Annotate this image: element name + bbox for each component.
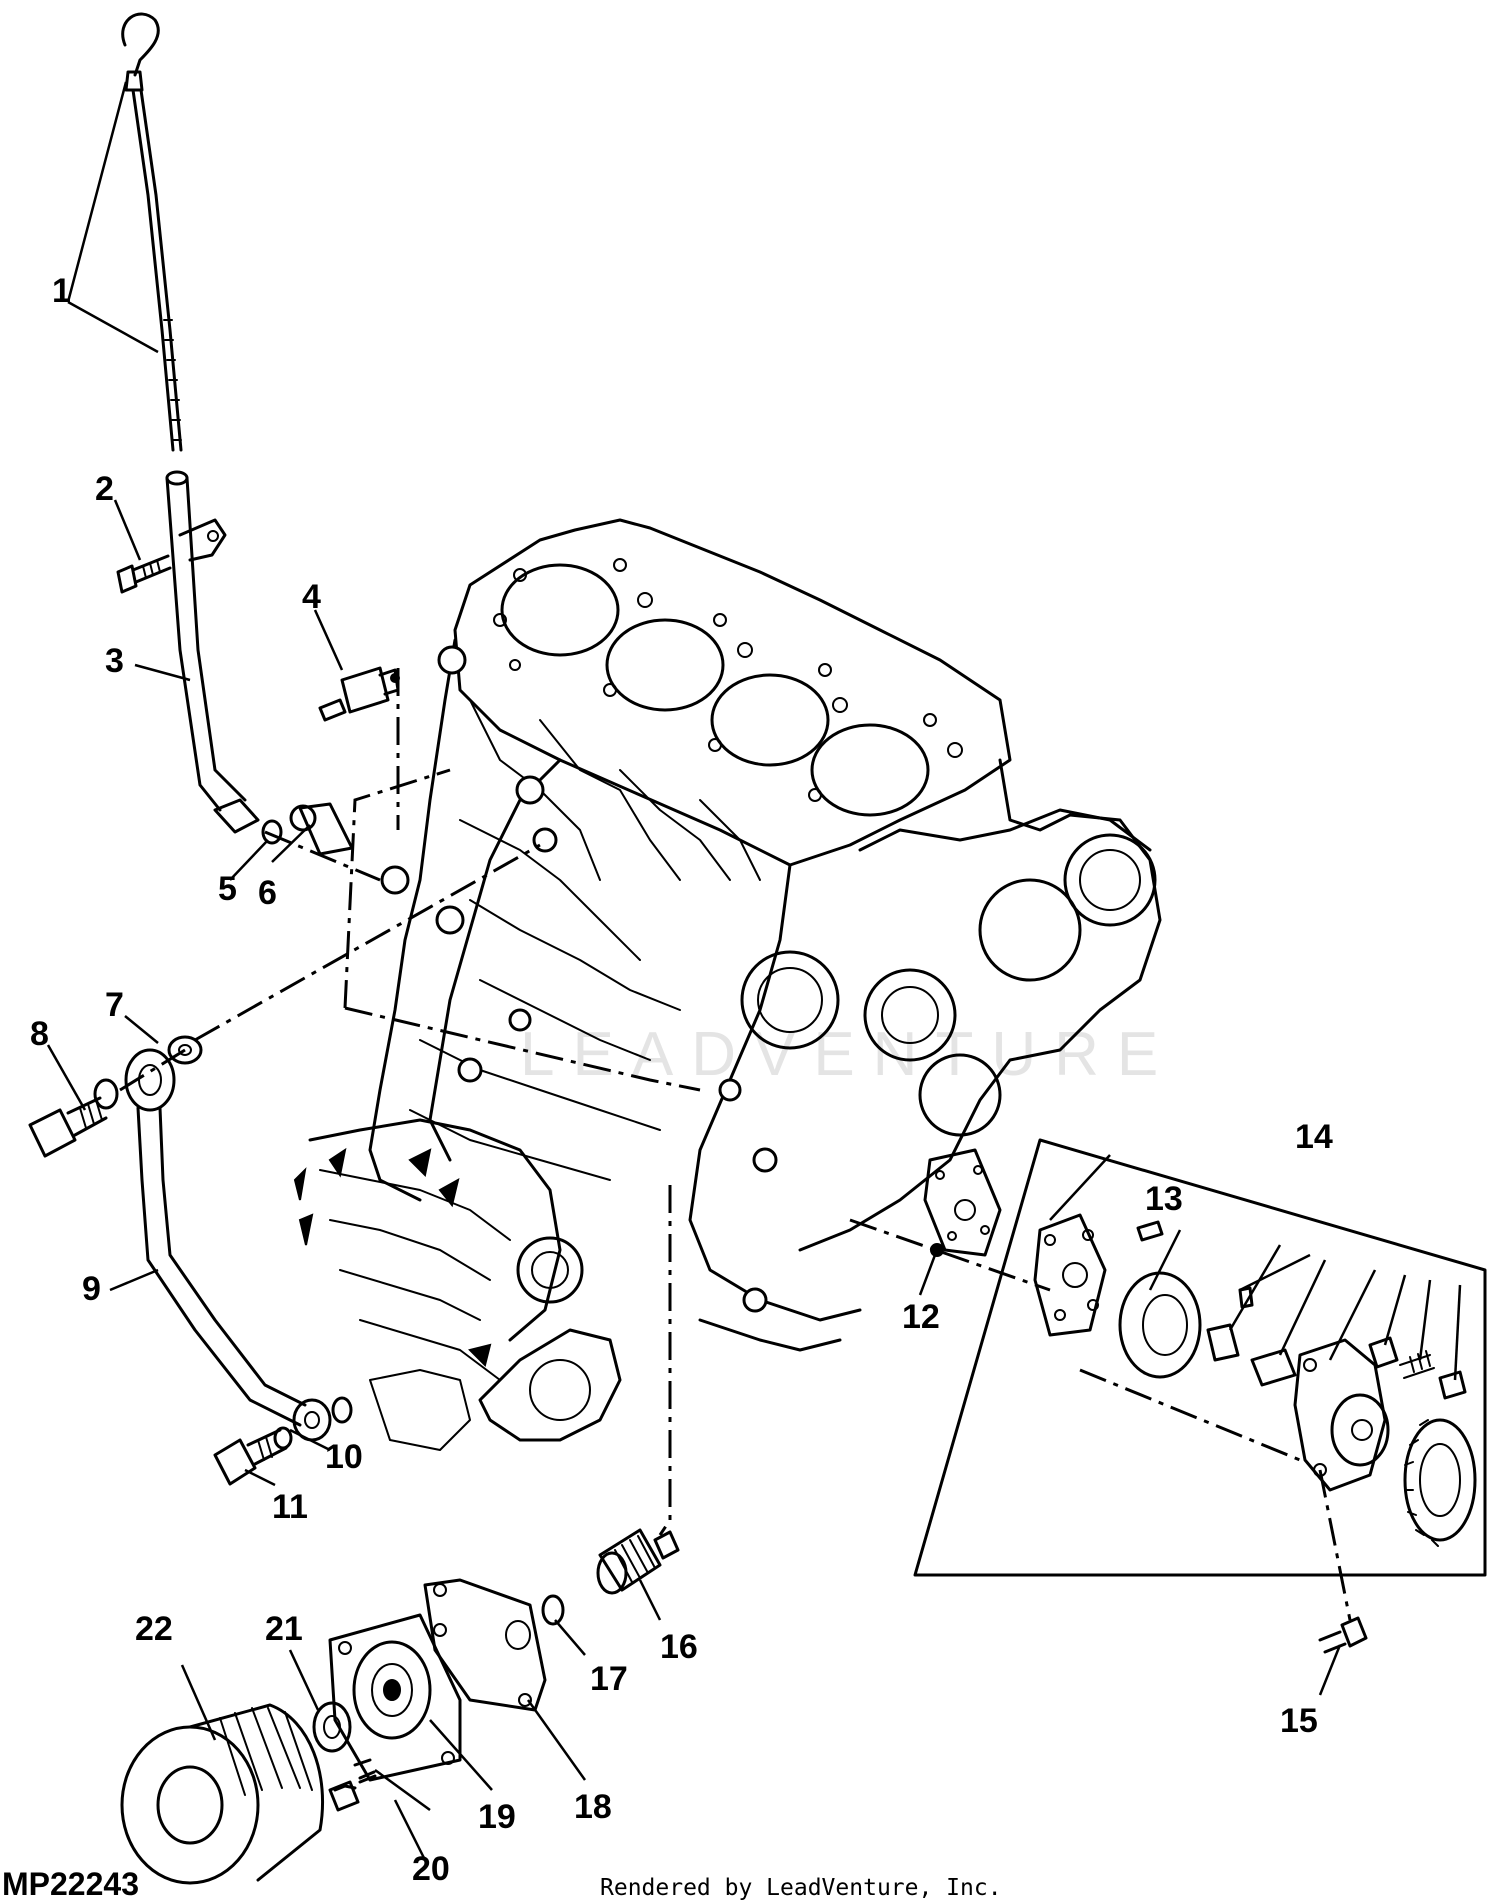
bolt-8: [28, 1096, 108, 1158]
engine-block: [293, 518, 1162, 1451]
bolt-20: [328, 1758, 377, 1812]
bolt-15: [1318, 1616, 1368, 1654]
callout-3: 3: [105, 642, 124, 680]
nipple-21: [312, 1701, 352, 1753]
callout-14: 14: [1295, 1118, 1333, 1156]
callout-17: 17: [590, 1660, 628, 1698]
callout-9: 9: [82, 1270, 101, 1308]
callouts: 1 2 3 4 5 6 7 8 9 10 11 12 13 14 15 16 1…: [30, 272, 1333, 1888]
callout-12: 12: [902, 1298, 940, 1336]
filter-base-19: [328, 1613, 462, 1782]
alignment-lines: [119, 668, 1352, 1621]
callout-19: 19: [478, 1798, 516, 1836]
callout-20: 20: [412, 1850, 450, 1888]
callout-15: 15: [1280, 1702, 1318, 1740]
callout-4: 4: [302, 578, 321, 616]
o-ring-5: [261, 819, 283, 845]
leader-lines: [46, 81, 1342, 1861]
callout-22: 22: [135, 1610, 173, 1648]
o-ring-17: [541, 1594, 565, 1626]
callout-6: 6: [258, 874, 277, 912]
callout-10: 10: [325, 1438, 363, 1476]
callout-13: 13: [1145, 1180, 1183, 1218]
callout-21: 21: [265, 1610, 303, 1648]
callout-1: 1: [52, 272, 71, 310]
oil-pressure-switch: [318, 666, 400, 722]
gasket-18: [423, 1578, 547, 1712]
dipstick: [121, 12, 183, 452]
bolt-11: [213, 1428, 288, 1486]
oil-filter-22: [120, 1703, 325, 1885]
callout-16: 16: [660, 1628, 698, 1666]
watermark: LEADVENTURE: [520, 1020, 1176, 1089]
callout-18: 18: [574, 1788, 612, 1826]
callout-2: 2: [95, 470, 114, 508]
dipstick-tube: [165, 470, 260, 834]
callout-8: 8: [30, 1015, 49, 1053]
reference-code: MP22243: [2, 1866, 139, 1902]
washer-10-a: [331, 1396, 353, 1424]
fitting-16: [596, 1528, 680, 1595]
callout-11: 11: [272, 1488, 308, 1526]
washer-7: [167, 1035, 203, 1065]
callout-5: 5: [218, 870, 237, 908]
callout-7: 7: [105, 986, 124, 1024]
washer-8: [93, 1078, 119, 1110]
oil-line-9: [124, 1048, 332, 1442]
oil-pump-group: [913, 1138, 1487, 1577]
bolt-2: [116, 554, 172, 594]
credit-text: Rendered by LeadVenture, Inc.: [600, 1875, 1002, 1901]
